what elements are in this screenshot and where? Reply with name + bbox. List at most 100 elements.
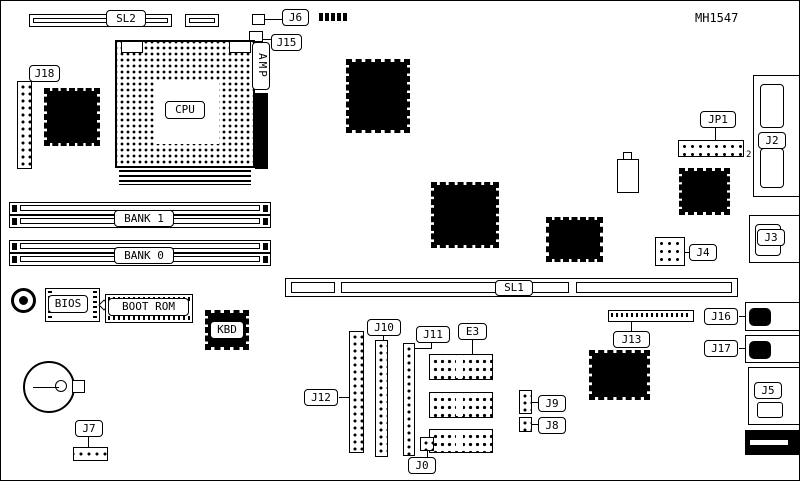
label-j8: J8 xyxy=(538,417,566,434)
battery-tab xyxy=(72,380,85,393)
j17-leader xyxy=(739,348,745,349)
socket-tab-left xyxy=(121,42,143,53)
simm-latch xyxy=(12,205,17,212)
j15-connector xyxy=(249,31,263,42)
j11-header xyxy=(403,343,415,456)
label-cpu: CPU xyxy=(165,101,205,119)
qfp-chip-u5 xyxy=(679,168,730,215)
j10-leader xyxy=(383,336,384,340)
cpu-socket-lever xyxy=(119,170,251,185)
j8-header xyxy=(519,417,532,432)
corner-connector xyxy=(745,430,799,455)
corner-connector-slot xyxy=(750,440,788,445)
board-id: MH1547 xyxy=(695,11,739,25)
j0-leader xyxy=(427,451,428,457)
simm-latch xyxy=(12,218,17,225)
j12-leader xyxy=(339,397,349,398)
label-j17: J17 xyxy=(704,340,738,357)
qfp-chip-u4 xyxy=(546,217,603,262)
j7-leader xyxy=(88,437,89,447)
j9-header xyxy=(519,390,532,414)
j15-leader xyxy=(263,39,271,40)
label-bios: BIOS xyxy=(48,295,88,313)
qfp-chip-u3 xyxy=(431,182,499,248)
label-j3: J3 xyxy=(757,229,785,246)
jumper-block-1 xyxy=(429,354,493,380)
j16-port xyxy=(745,302,799,331)
j6-pin-strip xyxy=(319,13,347,21)
label-kbd: KBD xyxy=(210,321,244,339)
label-bank1: BANK 1 xyxy=(114,210,174,227)
j6-leader xyxy=(265,19,282,20)
qfp-chip-u1 xyxy=(44,88,100,146)
slot-keying xyxy=(291,282,335,293)
j18-header xyxy=(17,81,32,169)
label-jp1: JP1 xyxy=(700,111,736,128)
capacitor xyxy=(617,159,639,193)
j5-detail xyxy=(757,402,783,418)
j4-header xyxy=(655,237,685,266)
slot-keying xyxy=(576,282,732,293)
qfp-chip-u2 xyxy=(346,59,410,133)
j17-plug xyxy=(749,341,771,359)
label-j10: J10 xyxy=(367,319,401,336)
simm-latch xyxy=(12,256,17,263)
simm-latch xyxy=(12,243,17,250)
j11-leader-h xyxy=(414,348,432,349)
j17-port xyxy=(745,335,799,363)
jumper-block-3 xyxy=(429,429,493,453)
amp-component xyxy=(255,93,268,169)
capacitor-notch xyxy=(623,152,632,160)
label-bank0: BANK 0 xyxy=(114,247,174,264)
j4-leader xyxy=(685,252,690,253)
label-sl2: SL2 xyxy=(106,10,146,27)
label-boot-rom: BOOT ROM xyxy=(108,298,189,316)
label-j16: J16 xyxy=(704,308,738,325)
simm-latch xyxy=(263,218,268,225)
label-amp: AMP xyxy=(252,42,270,90)
j10-header xyxy=(375,340,388,457)
label-sl1: SL1 xyxy=(495,280,533,296)
jumper-block-2 xyxy=(429,392,493,418)
j13-connector xyxy=(608,310,694,322)
slot-keying xyxy=(33,18,168,23)
j11-leader-v xyxy=(431,343,432,349)
label-j2: J2 xyxy=(758,132,786,149)
j9-leader xyxy=(532,402,538,403)
j2-port-upper xyxy=(760,84,784,128)
jumper-block-gap xyxy=(456,394,463,416)
jp1-leader xyxy=(715,127,716,140)
j6-connector xyxy=(252,14,265,25)
j8-leader xyxy=(532,424,538,425)
sl2-slot-b xyxy=(185,14,219,27)
j2-port-lower xyxy=(760,148,784,188)
label-j6: J6 xyxy=(282,9,309,26)
battery-detail-line xyxy=(33,387,59,388)
j12-header xyxy=(349,331,364,453)
label-j11: J11 xyxy=(416,326,450,343)
label-j7: J7 xyxy=(75,420,103,437)
j7-header xyxy=(73,447,108,461)
label-j18: J18 xyxy=(29,65,60,82)
label-j0: J0 xyxy=(408,457,436,474)
simm-latch xyxy=(263,256,268,263)
j13-leader xyxy=(631,322,632,331)
j0-header xyxy=(420,437,434,451)
sl2-slot-a xyxy=(29,14,172,27)
battery xyxy=(23,361,75,413)
j16-leader xyxy=(739,316,745,317)
label-j15: J15 xyxy=(271,34,302,51)
qfp-chip-u6 xyxy=(589,350,650,400)
speaker xyxy=(11,288,36,313)
battery-detail-circle xyxy=(55,380,67,392)
slot-keying xyxy=(341,282,569,293)
slot-keying xyxy=(189,18,215,23)
socket-tab-right xyxy=(229,42,251,53)
jumper-block-gap xyxy=(456,431,463,451)
e3-leader xyxy=(472,340,473,354)
label-j12: J12 xyxy=(304,389,338,406)
j16-plug xyxy=(749,308,771,326)
label-e3: E3 xyxy=(458,323,487,340)
jp1-header xyxy=(678,140,744,157)
